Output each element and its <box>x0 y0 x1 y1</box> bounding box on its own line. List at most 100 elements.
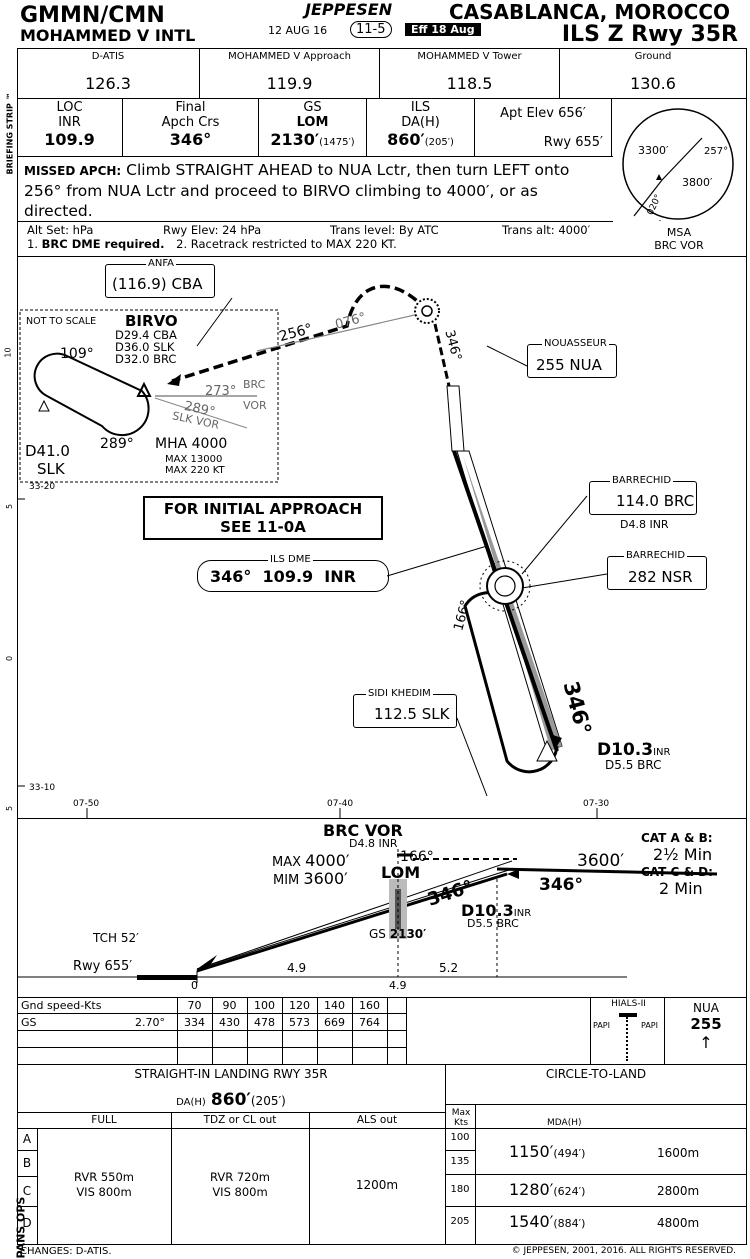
airport-elevation: Apt Elev 656′ <box>500 106 586 121</box>
comm-name: Ground <box>634 51 672 62</box>
elevation-box: Apt Elev 656′ Rwy 655′ <box>475 98 612 156</box>
straight-in-da-value: 860′ <box>210 1090 251 1110</box>
ctl-mda-ab: 1150′(494′) <box>509 1142 585 1161</box>
notes-line: 1. BRC DME required. 2. Racetrack restri… <box>27 237 397 251</box>
cat-ab-time: 2½ Min <box>653 845 713 864</box>
msa-diagram <box>622 108 734 221</box>
ils-dme-freq: 109.9 <box>262 567 314 586</box>
loc-freq: 109.9 <box>44 130 95 149</box>
cat-cd-label: CAT C & D: <box>641 865 713 879</box>
comm-name: MOHAMMED V Approach <box>228 51 351 62</box>
comm-datis: D-ATIS 126.3 <box>17 48 200 98</box>
trans-level-note: Trans level: By ATC <box>330 223 439 237</box>
gs-rate-140: 669 <box>324 1016 345 1029</box>
changes-note: CHANGES: D-ATIS. <box>20 1246 112 1257</box>
comm-freq: 130.6 <box>630 74 676 93</box>
msa-label: MSA <box>666 226 692 239</box>
plan-view: NOT TO SCALE ANFA (116.9) CBA BIRVO D29.… <box>4 256 747 818</box>
straight-in-title: STRAIGHT-IN LANDING RWY 35R <box>134 1067 328 1081</box>
barrechid-dme-dist: D4.8 INR <box>620 518 669 531</box>
initial-approach-line2: SEE 11-0A <box>220 518 306 536</box>
lat-tick-10: 10 <box>3 347 13 358</box>
sidi-khedim-name: SIDI KHEDIM <box>366 688 433 699</box>
barrechid-vor-id: BRC <box>663 492 695 510</box>
initial-approach-line1: FOR INITIAL APPROACH <box>163 500 363 518</box>
ils-dme-box: ILS DME 346° 109.9 INR <box>197 554 389 592</box>
initial-approach-box: FOR INITIAL APPROACH SEE 11-0A <box>143 496 383 540</box>
profile-max-label: MAX 4000′ <box>272 851 350 870</box>
birvo-dist-cba: D29.4 CBA <box>115 328 177 342</box>
d41-slk-dist: D41.0 <box>25 442 70 460</box>
cat-b: B <box>22 1156 32 1170</box>
speed-90: 90 <box>222 999 237 1012</box>
loc-label: LOC <box>56 100 83 115</box>
barrechid-ndb-freq: 282 NSR <box>628 568 693 586</box>
d103-dist: D10.3 <box>597 740 654 760</box>
radial-273-src-brc: BRC <box>243 378 266 391</box>
lights-label: HIALS-II <box>611 999 646 1009</box>
ctl-mda-ab-height: (494′) <box>553 1147 586 1160</box>
profile-course-346b: 346° <box>539 875 583 895</box>
mha-max-speed: MAX 220 KT <box>165 465 225 476</box>
crs-label: Final <box>175 100 206 115</box>
profile-d55: D5.5 BRC <box>467 917 519 930</box>
ctl-vis-ab: 1600m <box>657 1146 700 1160</box>
profile-graphics <box>17 849 718 983</box>
lon-07-50: 07-50 <box>73 799 100 809</box>
nua-value: 255 <box>690 1015 722 1033</box>
barrechid-ndb-name: BARRECHID <box>624 550 688 561</box>
gs-box: GS LOM 2130′(1475′) <box>259 98 367 156</box>
birvo-dist-slk: D36.0 SLK <box>115 340 175 354</box>
col-als: ALS out <box>356 1114 398 1126</box>
lat-33-20: 33-20 <box>29 482 56 492</box>
comm-freq: 118.5 <box>446 74 493 93</box>
mda-label: MDA(H) <box>547 1118 582 1128</box>
ctl-kts-100: 100 <box>450 1132 470 1143</box>
final-course: 346° <box>169 130 212 149</box>
straight-in-dah-value: (205′) <box>250 1094 286 1108</box>
ctl-mda-c-value: 1280′ <box>509 1180 554 1199</box>
d103-src: INR <box>653 747 671 758</box>
profile-brc-vor: BRC VOR <box>323 821 403 840</box>
loc-id: INR <box>58 115 81 130</box>
ctl-kts-205: 205 <box>450 1216 470 1227</box>
d103-fix: D10.3INR <box>597 740 670 760</box>
copyright: © JEPPESEN, 2001, 2016. ALL RIGHTS RESER… <box>511 1246 736 1256</box>
gs-alt: 2130′ <box>270 130 320 149</box>
ils-dme-label: ILS DME <box>268 554 313 565</box>
anfa-name: ANFA <box>146 258 176 269</box>
profile-view: BRC VOR D4.8 INR MAX 4000′ MIM 3600′ 166… <box>17 819 747 999</box>
anfa-freq: (116.9) <box>112 275 167 293</box>
note1-text: BRC DME required. <box>41 237 165 251</box>
msa-alt-se: 3800′ <box>682 176 713 189</box>
procedure-name: ILS Z Rwy 35R <box>561 22 738 47</box>
plan-view-graphics <box>17 284 608 818</box>
profile-rwy: Rwy 655′ <box>73 959 133 974</box>
ils-dme-id: INR <box>324 567 356 586</box>
max-alt: 4000′ <box>305 851 350 870</box>
gs-rate-70: 334 <box>184 1016 205 1029</box>
comm-approach: MOHAMMED V Approach 119.9 <box>200 48 380 98</box>
light-bar-icon <box>619 1013 637 1017</box>
msa-reference: BRC VOR <box>654 239 704 252</box>
gs-rate-90: 430 <box>219 1016 240 1029</box>
d55-brc: D5.5 BRC <box>605 758 662 772</box>
up-arrow-icon: ↑ <box>699 1033 713 1052</box>
lat-tick-5b: 5 <box>5 805 15 812</box>
birvo-dist-brc: D32.0 BRC <box>115 352 177 366</box>
profile-mim-label: MIM 3600′ <box>273 869 348 888</box>
radial-273: 273° <box>205 384 237 399</box>
lat-33-10: 33-10 <box>29 783 56 793</box>
sidi-khedim-freq: 112.5 <box>374 705 417 723</box>
ctl-kts-135: 135 <box>450 1156 470 1167</box>
airport-name: MOHAMMED V INTL <box>20 26 196 45</box>
speed-100: 100 <box>254 999 275 1012</box>
barrechid-vor-box: BARRECHID 114.0 BRC <box>589 475 697 515</box>
icao-code: GMMN/CMN <box>20 3 165 28</box>
profile-brc-dist: D4.8 INR <box>349 837 398 850</box>
sidi-khedim-id: SLK <box>421 705 450 723</box>
ctl-mda-c-height: (624′) <box>553 1185 586 1198</box>
profile-alt-3600: 3600′ <box>577 851 625 871</box>
approach-lights-box: HIALS-II PAPI PAPI <box>590 997 665 1064</box>
